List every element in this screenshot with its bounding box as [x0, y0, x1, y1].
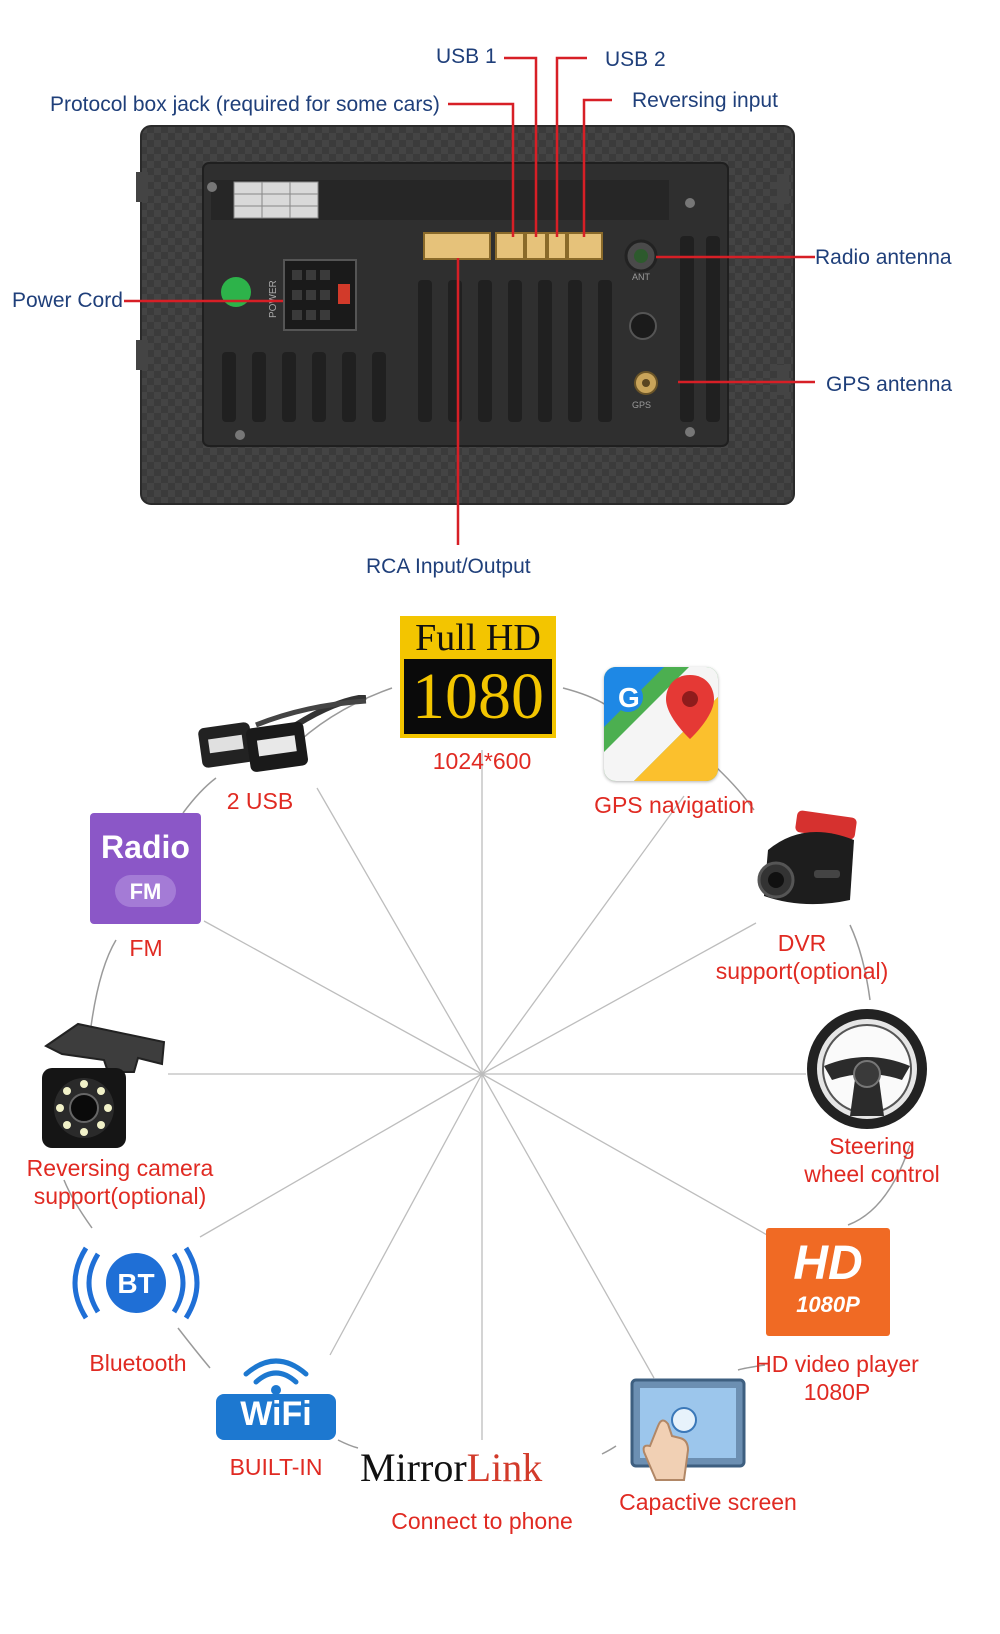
caption-gps-navigation: GPS navigation [594, 792, 754, 818]
gps-maps-icon: G [604, 667, 718, 781]
label-usb2: USB 2 [605, 48, 666, 71]
caption-camera-line1: Reversing camera [26, 1155, 214, 1181]
protocol-connector [495, 232, 525, 260]
fullhd-title: Full HD [400, 617, 556, 659]
feature-wheel-section: Full HD 1080 1024*600 G GPS navigation 2… [0, 600, 1000, 1634]
fm-radio-sub: FM [129, 879, 162, 904]
label-rca: RCA Input/Output [366, 555, 531, 578]
caption-capacitive: Capactive screen [619, 1489, 797, 1515]
wifi-badge: WiFi [240, 1395, 312, 1433]
label-power-cord: Power Cord [12, 289, 123, 312]
reversing-camera-icon [38, 1020, 168, 1150]
feature-wheel-lines [63, 687, 911, 1455]
caption-hd-line2: 1080P [803, 1379, 871, 1405]
label-radio-antenna: Radio antenna [815, 246, 952, 269]
fullhd-number: 1080 [412, 660, 544, 733]
label-reversing-input: Reversing input [632, 89, 778, 112]
hd-video-icon: HD 1080P [766, 1228, 890, 1336]
green-sticker [221, 277, 251, 307]
caption-hd-line1: HD video player [755, 1351, 919, 1377]
caption-usb: 2 USB [226, 788, 294, 814]
caption-steering-line2: wheel control [804, 1161, 940, 1187]
rear-panel-diagram: POWER ANT GPS [124, 56, 815, 545]
caption-dvr-line2: support(optional) [715, 958, 889, 984]
mirrorlink-word1: Mirror [360, 1445, 467, 1490]
caption-bluetooth: Bluetooth [89, 1350, 187, 1376]
caption-wifi: BUILT-IN [229, 1454, 323, 1480]
usb-cable-icon [196, 694, 376, 777]
fm-radio-icon: Radio FM [90, 813, 201, 924]
ant-marking: ANT [632, 272, 651, 282]
fm-radio-title: Radio [101, 829, 190, 865]
heat-sink-ribs [222, 236, 720, 422]
bluetooth-icon: BT [66, 1244, 206, 1322]
steering-wheel-icon [806, 1008, 928, 1130]
rear-panel-section: POWER ANT GPS [0, 0, 1000, 600]
power-marking: POWER [268, 280, 279, 318]
spec-sticker [233, 181, 319, 219]
callout-lines [124, 56, 815, 545]
hd-video-title: HD [793, 1237, 863, 1290]
label-usb1: USB 1 [436, 45, 497, 68]
caption-steering-line1: Steering [829, 1133, 915, 1159]
hd-video-sub: 1080P [796, 1292, 860, 1317]
gps-badge: G [618, 682, 640, 713]
caption-dvr-line1: DVR [777, 930, 827, 956]
label-gps-antenna: GPS antenna [826, 373, 953, 396]
caption-resolution: 1024*600 [432, 748, 532, 774]
wifi-icon: WiFi [216, 1346, 336, 1442]
capacitive-screen-icon [622, 1376, 746, 1486]
mirrorlink-word2: Link [466, 1445, 543, 1490]
caption-mirrorlink: Connect to phone [391, 1508, 573, 1534]
rca-connector [423, 232, 491, 260]
caption-fm: FM [129, 935, 163, 961]
mirrorlink-logo: MirrorLink [360, 1444, 600, 1492]
dvr-camera-icon [744, 810, 864, 912]
caption-camera-line2: support(optional) [33, 1183, 207, 1209]
label-protocol-box: Protocol box jack (required for some car… [50, 93, 440, 116]
fullhd-badge: Full HD 1080 [400, 616, 556, 738]
gps-marking: GPS [632, 400, 651, 410]
bluetooth-badge: BT [117, 1268, 154, 1299]
